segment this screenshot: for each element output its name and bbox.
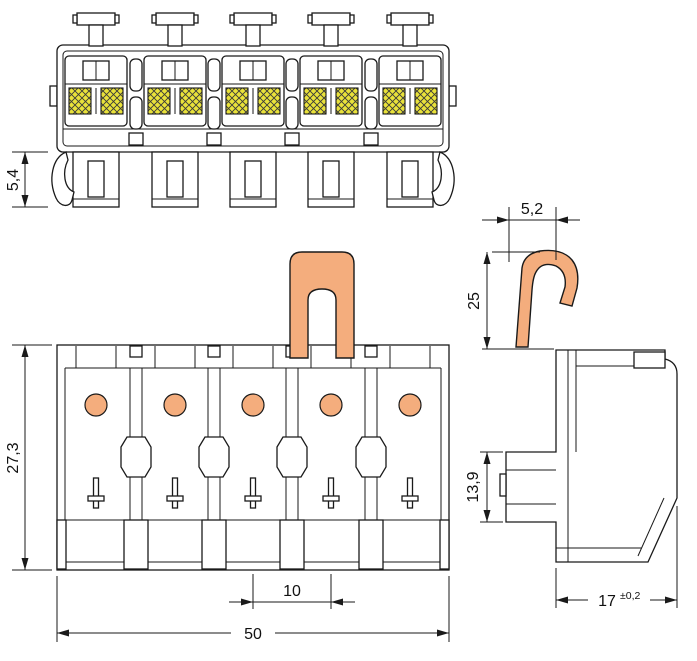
dim-label-depth-tolerance: ±0,2 xyxy=(620,590,641,602)
top-view-pole-cell xyxy=(378,12,442,208)
top-view-pole-cell xyxy=(143,12,207,208)
dim-label-total-width: 50 xyxy=(244,626,262,643)
dim-label-foot-height: 5,4 xyxy=(5,169,22,191)
dim-label-front-height: 27,3 xyxy=(5,442,22,473)
side-view xyxy=(499,249,678,563)
strain-relief-fork xyxy=(289,251,355,359)
dimension-foot-height: 5,4 xyxy=(5,151,48,208)
dimension-mount-height: 13,9 xyxy=(465,451,503,523)
dim-label-clip-offset: 5,2 xyxy=(521,201,543,218)
dimension-pole-pitch: 10 xyxy=(229,574,355,609)
dim-label-clip-height: 25 xyxy=(466,292,483,310)
dimension-depth: 17 ±0,2 xyxy=(555,506,678,610)
dimension-total-width: 50 xyxy=(56,576,450,644)
top-view-pole-cell xyxy=(299,12,363,208)
dimension-front-height: 27,3 xyxy=(5,344,52,571)
fixing-spring-clip xyxy=(515,249,579,348)
dimension-clip-height: 25 xyxy=(466,251,554,350)
top-view-pole-cell xyxy=(221,12,285,208)
front-view xyxy=(56,251,450,571)
mounting-clip-right xyxy=(431,151,455,207)
dimension-clip-offset: 5,2 xyxy=(482,201,580,262)
dim-label-depth: 17 xyxy=(598,593,616,610)
mounting-clip-left xyxy=(51,151,75,207)
top-view xyxy=(49,12,457,208)
top-view-pole-cell xyxy=(64,12,128,208)
dim-label-pole-pitch: 10 xyxy=(283,583,301,600)
dim-label-mount-height: 13,9 xyxy=(465,471,482,502)
